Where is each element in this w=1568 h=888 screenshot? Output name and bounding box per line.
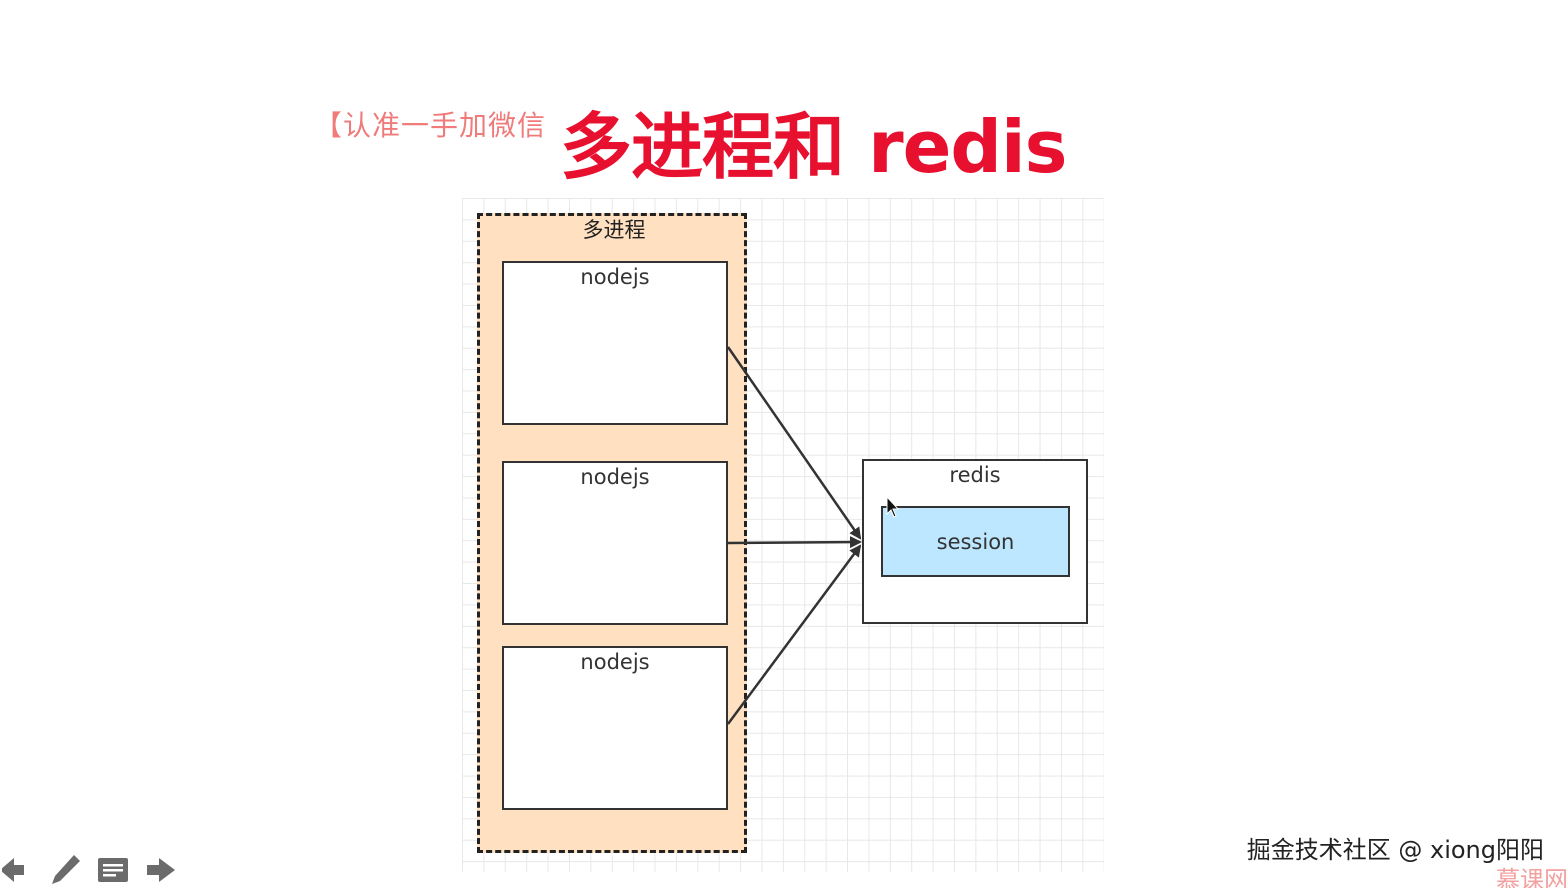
arrow-left-icon[interactable] [0, 853, 34, 887]
slide-title: 多进程和 redis [560, 105, 1067, 189]
redis-label: redis [949, 463, 1001, 487]
notes-icon[interactable] [96, 853, 130, 887]
nodejs-process-label: nodejs [580, 465, 650, 489]
session-label: session [936, 529, 1015, 554]
pen-icon[interactable] [48, 853, 82, 887]
nodejs-process-label: nodejs [580, 650, 650, 674]
multi-process-group-label: 多进程 [582, 218, 646, 242]
nodejs-process-box-1: nodejs [502, 261, 728, 425]
arrow-right-icon[interactable] [144, 853, 178, 887]
presentation-toolbar [0, 852, 178, 888]
mouse-cursor-icon [886, 496, 900, 518]
nodejs-process-box-3: nodejs [502, 646, 728, 810]
brand-watermark: 慕课网 [1496, 866, 1568, 888]
nodejs-process-label: nodejs [580, 265, 650, 289]
nodejs-process-box-2: nodejs [502, 461, 728, 625]
footer-credit: 掘金技术社区 @ xiong阳阳 [1246, 836, 1544, 864]
watermark-text: 【认准一手加微信 [314, 109, 547, 142]
session-box: session [881, 506, 1070, 577]
